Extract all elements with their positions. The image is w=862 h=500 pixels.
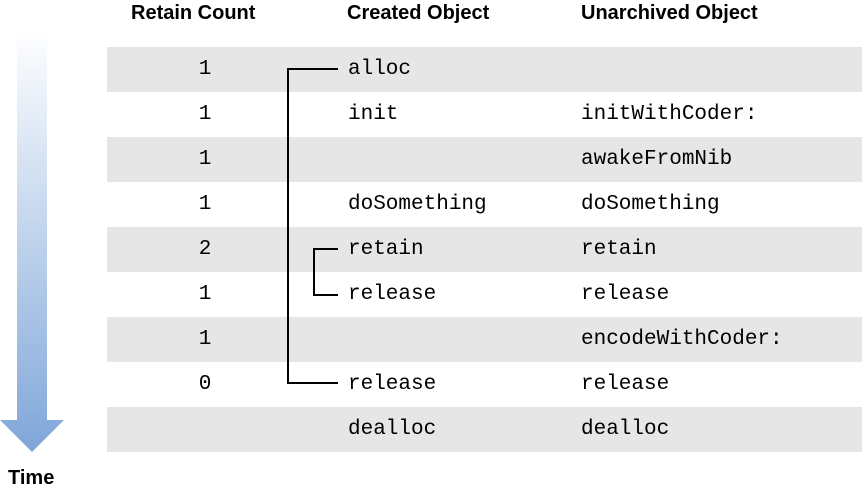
retain-count-cell: 1 [198,103,212,126]
table-row: 1 awakeFromNib [107,137,862,182]
unarchived-object-cell: doSomething [581,193,720,216]
unarchived-object-cell: release [581,283,670,306]
table-row: 1 alloc [107,47,862,92]
table-row: dealloc dealloc [107,407,862,452]
retain-count-cell: 1 [198,58,212,81]
retain-count-cell: 2 [198,238,212,261]
header-unarchived-object: Unarchived Object [581,2,758,24]
inner-bracket-line [313,248,338,296]
unarchived-object-cell: initWithCoder: [581,103,758,126]
retain-count-cell: 1 [198,328,212,351]
unarchived-object-cell: encodeWithCoder: [581,328,783,351]
table-row: 1 encodeWithCoder: [107,317,862,362]
created-object-cell: dealloc [348,418,437,441]
retain-count-cell: 1 [198,148,212,171]
table-row: 2 retain retain [107,227,862,272]
table-row: 0 release release [107,362,862,407]
unarchived-object-cell: awakeFromNib [581,148,733,171]
created-object-cell: init [348,103,399,126]
created-object-cell: alloc [348,58,412,81]
time-label: Time [8,467,55,489]
unarchived-object-cell: release [581,373,670,396]
outer-bracket-line [287,68,338,384]
retain-count-cell: 1 [198,193,212,216]
created-object-cell: doSomething [348,193,487,216]
created-object-cell: retain [348,238,424,261]
created-object-cell: release [348,283,437,306]
table-row: 1 doSomething doSomething [107,182,862,227]
created-object-cell: release [348,373,437,396]
unarchived-object-cell: dealloc [581,418,670,441]
retain-count-cell: 0 [198,373,212,396]
unarchived-object-cell: retain [581,238,657,261]
retain-count-cell: 1 [198,283,212,306]
table-row: 1 release release [107,272,862,317]
header-created-object: Created Object [347,2,490,24]
table-row: 1 init initWithCoder: [107,92,862,137]
header-retain-count: Retain Count [131,2,256,24]
time-arrow-icon [0,28,64,452]
